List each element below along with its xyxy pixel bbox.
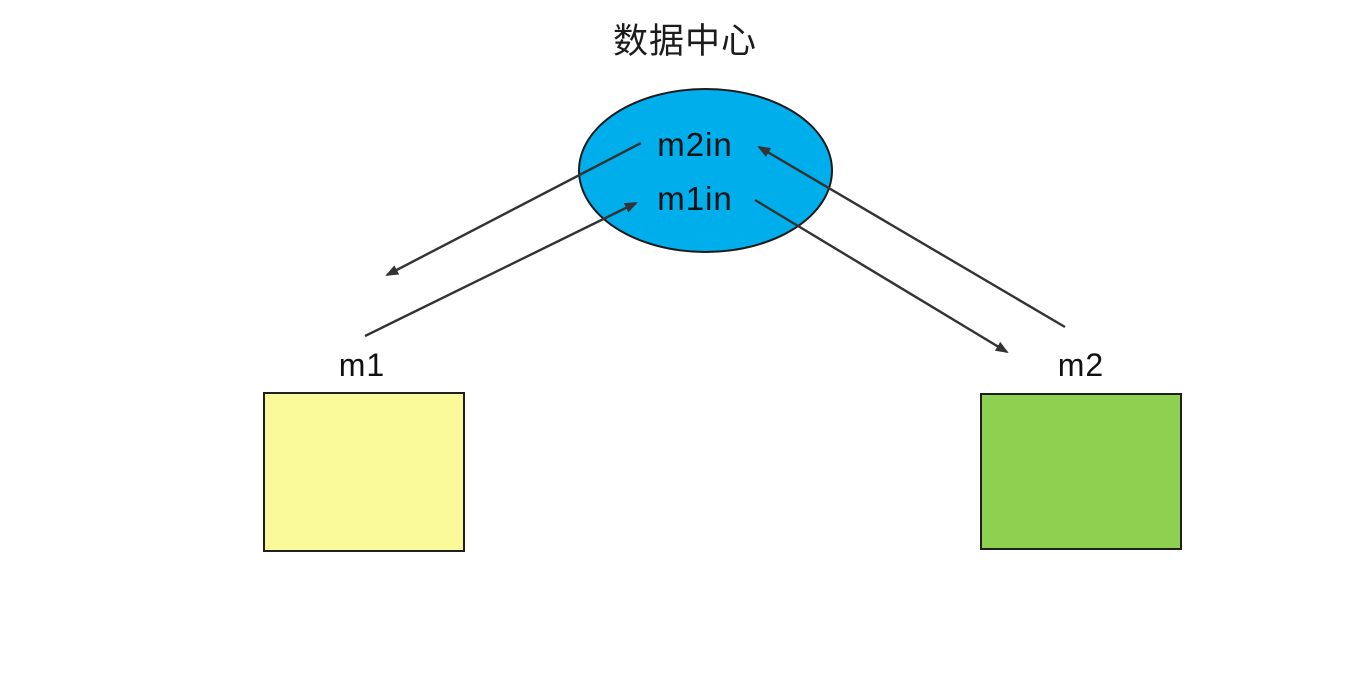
hub-label-m2in: m2in — [657, 126, 733, 163]
node-m2-label: m2 — [1057, 347, 1105, 383]
data-center-node — [578, 88, 833, 253]
arrow-m1in-to-m2 — [754, 198, 1009, 354]
diagram-title: 数据中心 — [612, 22, 757, 61]
node-m1-box — [263, 392, 465, 552]
arrow-m1-to-m1in — [364, 201, 638, 338]
arrow-m2in-to-m1 — [385, 141, 642, 277]
hub-label-m1in: m1in — [657, 180, 733, 217]
node-m2-box — [980, 393, 1182, 550]
arrow-m2-to-m2in — [757, 145, 1066, 329]
node-m1-label: m1 — [338, 347, 386, 383]
